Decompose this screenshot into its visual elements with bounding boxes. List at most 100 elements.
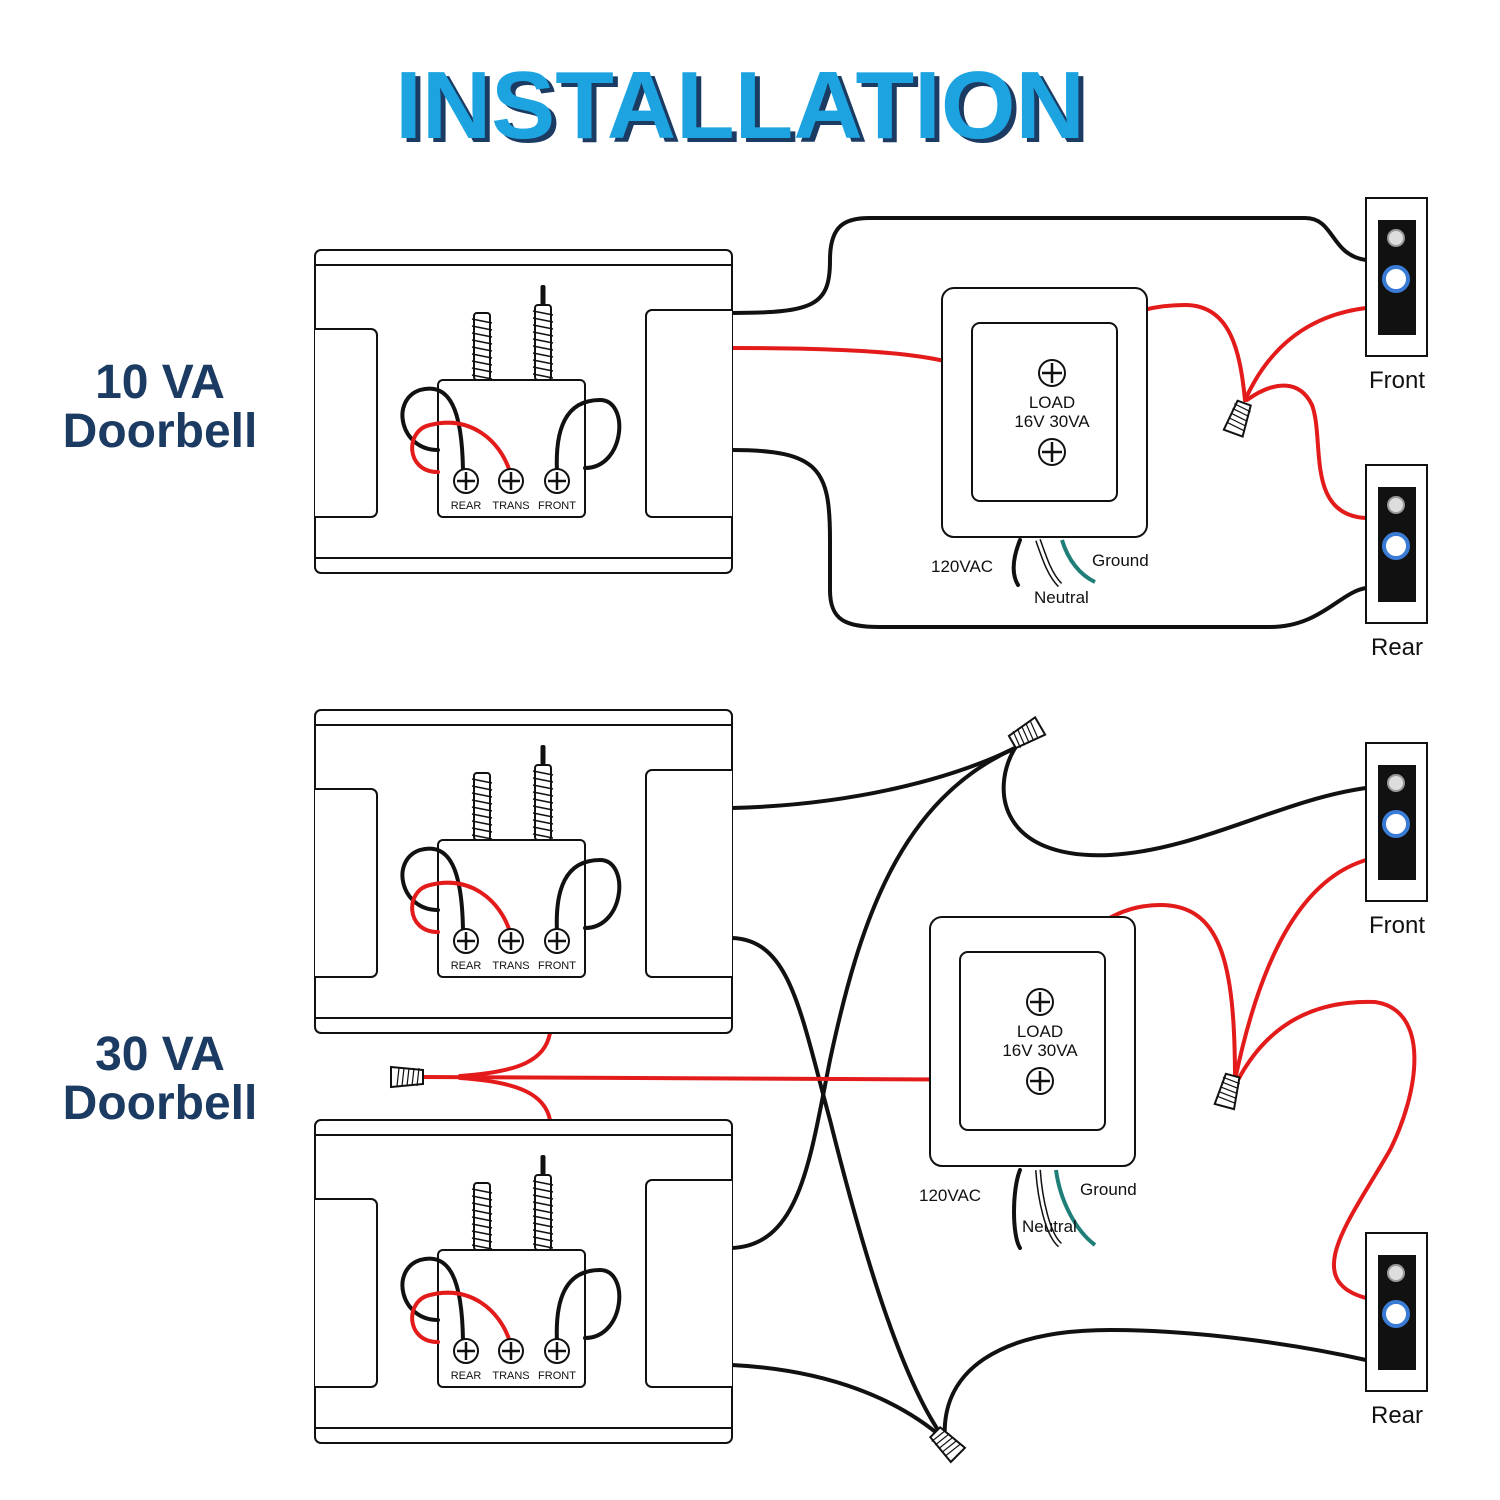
spring-coil [471, 1230, 493, 1236]
wire-nut-ridge [1228, 417, 1246, 427]
spring-coil [471, 834, 493, 840]
section-1-label-va: 10 VA [95, 356, 225, 409]
spring-coil [471, 820, 493, 826]
section-2-label-va: 30 VA [95, 1028, 225, 1081]
spring-coil [532, 819, 554, 825]
hot-lead [1012, 1168, 1022, 1250]
wire-nut-ridge [941, 1440, 957, 1453]
wire-nut-body [1213, 1072, 1241, 1111]
terminal-label: TRANS [492, 1370, 529, 1382]
section-2-label-doorbell: Doorbell [63, 1077, 258, 1130]
wire-nut-body [1007, 715, 1047, 750]
spring-coil [471, 785, 493, 791]
terminal-label: FRONT [538, 500, 576, 512]
black-wire [554, 397, 622, 474]
red-wire [410, 880, 512, 934]
terminal-label: REAR [451, 960, 482, 972]
wire-nut-ridge [1222, 1076, 1241, 1085]
housing-panel-left [315, 788, 378, 978]
indicator-icon [1387, 774, 1405, 792]
push-button-icon [1382, 1300, 1410, 1328]
screw-cross [502, 472, 520, 490]
terminal-label: TRANS [492, 960, 529, 972]
lead-ground-label: Ground [1080, 1180, 1137, 1199]
spring-coil [471, 1209, 493, 1215]
hot-lead [1011, 538, 1022, 587]
lead-120vac-label: 120VAC [931, 557, 993, 576]
neutral-lead-fill [1036, 539, 1062, 587]
red-wire [458, 1076, 552, 1122]
screw-cross [1030, 1071, 1050, 1091]
spring-coil [532, 317, 554, 323]
push-button-icon [1382, 265, 1410, 293]
screw-cross [548, 472, 566, 490]
plunger-tip [540, 1155, 546, 1175]
wire-nut-ridge [1232, 407, 1250, 418]
plunger-tip [540, 745, 546, 765]
screw-cross [548, 932, 566, 950]
spring-coil [532, 1243, 554, 1249]
spring-coil [532, 1194, 554, 1200]
spring-coil [471, 806, 493, 812]
button-label-rear: Rear [1371, 1402, 1423, 1429]
wire-nut-icon [1007, 715, 1047, 750]
black-wire [554, 1267, 622, 1344]
housing-panel-right [645, 769, 732, 978]
spring-coil [532, 1222, 554, 1228]
spring-coil [532, 1229, 554, 1235]
spring-coil [532, 812, 554, 818]
black-wire [1001, 746, 1368, 858]
lead-ground-label: Ground [1092, 551, 1149, 570]
black-wire [942, 1327, 1368, 1442]
indicator-icon [1387, 1264, 1405, 1282]
spring-coil [471, 318, 493, 324]
spring-coil [532, 310, 554, 316]
terminal-label: FRONT [538, 960, 576, 972]
screw-cross [457, 472, 475, 490]
wire-nut-icon [1222, 399, 1252, 438]
black-wire [730, 746, 1017, 1250]
screw-cross [457, 932, 475, 950]
spring-coil [471, 792, 493, 798]
page-title: INSTALLATION [395, 52, 1085, 159]
spring-coil [471, 339, 493, 345]
wire-nut-ridge [396, 1067, 400, 1087]
red-wire [1236, 999, 1417, 1300]
button-label-front: Front [1369, 367, 1425, 394]
spring-coil [532, 805, 554, 811]
red-wire [1233, 858, 1368, 1082]
lead-neutral-label: Neutral [1022, 1217, 1077, 1236]
wire-nut-ridge [934, 1433, 950, 1446]
push-button-icon [1382, 810, 1410, 838]
spring-coil [471, 813, 493, 819]
spring-coil [532, 1201, 554, 1207]
wire-nut-ridge [406, 1067, 410, 1087]
screw-cross [502, 1342, 520, 1360]
neutral-lead-fill [1036, 1169, 1062, 1247]
black-wire [400, 1256, 465, 1342]
transformer-load-label: LOAD [1017, 1022, 1063, 1041]
terminal-label: TRANS [492, 500, 529, 512]
chime-unit-2: REAR TRANS FRONT [314, 709, 733, 1034]
spring-coil [471, 799, 493, 805]
spring-coil [471, 353, 493, 359]
wire-nut-icon [928, 1425, 967, 1464]
terminal-label: FRONT [538, 1370, 576, 1382]
wire-nut-ridge [1021, 725, 1030, 744]
screw-cross [548, 1342, 566, 1360]
doorbell-button-front-2: Front [1365, 742, 1428, 939]
screw-cross [502, 932, 520, 950]
spring-coil [532, 1208, 554, 1214]
spring-coil [532, 352, 554, 358]
black-wire [730, 1363, 947, 1442]
spring-coil [471, 325, 493, 331]
spring-coil [532, 338, 554, 344]
spring-coil [532, 826, 554, 832]
ground-lead [1060, 539, 1096, 584]
spring-coil [532, 1180, 554, 1186]
